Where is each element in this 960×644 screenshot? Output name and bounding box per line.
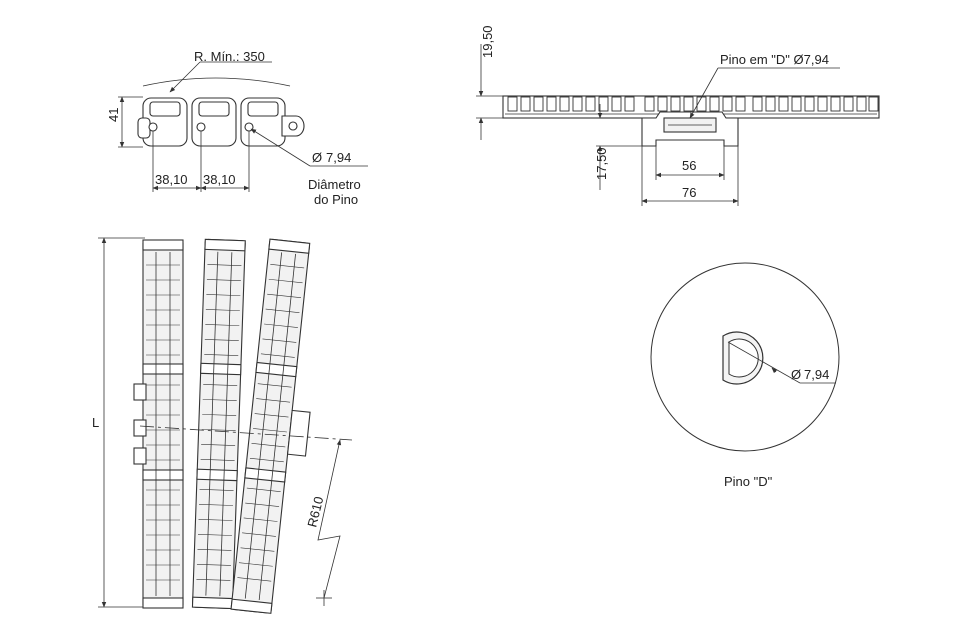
side-view: R. Mín.: 350 41 38,10	[106, 49, 368, 207]
pitch-right-label: 38,10	[203, 172, 236, 187]
height-41-label: 41	[106, 108, 121, 122]
min-radius-arc	[142, 77, 291, 87]
detail-dia-symbol: Ø	[791, 367, 801, 382]
pitch-left-label: 38,10	[155, 172, 188, 187]
d-pin-label: Pino em "D" Ø7,94	[720, 52, 829, 67]
width-outer-label: 76	[682, 185, 696, 200]
min-radius-label: R. Mín.: 350	[194, 49, 265, 64]
chain-strand-right	[230, 238, 311, 614]
pin-detail: Ø 7,94 Pino "D"	[650, 262, 840, 489]
height-bottom-label: 17,50	[594, 147, 609, 180]
radius-610-label: R610	[304, 495, 326, 529]
plan-view: L	[92, 237, 353, 614]
front-view: 19,50 Pino em "D" Ø7,94 17,50 56 76	[476, 25, 880, 206]
radius-broken-line	[317, 439, 342, 599]
chain-strand-left	[133, 239, 184, 609]
side-chain-links	[137, 97, 305, 147]
detail-dia-label: 7,94	[804, 367, 829, 382]
d-pin-inner	[728, 338, 759, 378]
pin-caption-1: Diâmetro	[308, 177, 361, 192]
pin-caption-2: do Pino	[314, 192, 358, 207]
d-pin-caption: Pino "D"	[724, 474, 773, 489]
length-label: L	[92, 415, 99, 430]
chain-strand-middle	[191, 238, 246, 610]
height-top-label: 19,50	[480, 25, 495, 58]
radius-centerline	[139, 425, 353, 441]
top-plate-ribs	[507, 96, 879, 112]
pin-dia-label: 7,94	[326, 150, 351, 165]
pin-dia-symbol: Ø	[312, 150, 322, 165]
width-inner-label: 56	[682, 158, 696, 173]
